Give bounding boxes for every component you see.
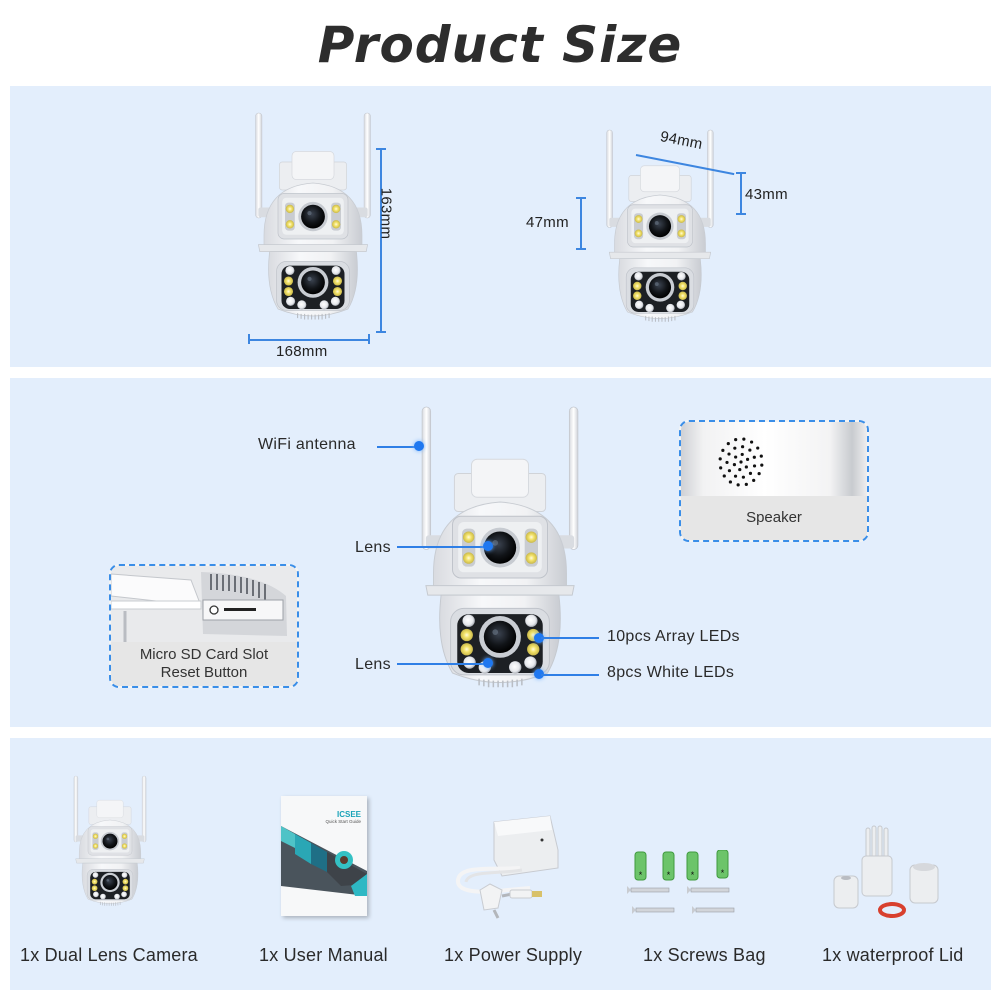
mount-height-dimension-line	[740, 172, 742, 214]
speaker-grille-icon	[718, 437, 764, 487]
white-leds-marker	[534, 669, 544, 679]
wifi-antenna-marker	[414, 441, 424, 451]
package-item-label: 1x User Manual	[259, 945, 388, 965]
lens-top-marker	[483, 541, 493, 551]
reset-button-label: Reset Button	[160, 664, 248, 681]
array-leds-label: 10pcs Array LEDs	[607, 628, 740, 645]
lens-bottom-marker	[483, 658, 493, 668]
page-title: Product Size	[317, 16, 683, 74]
package-item-label: 1x waterproof Lid	[822, 945, 964, 965]
power-supply-icon	[456, 815, 559, 919]
camera-front-view-image	[254, 112, 372, 321]
white-leds-label: 8pcs White LEDs	[607, 664, 735, 681]
sd-card-detail-box: Micro SD Card Slot Reset Button	[109, 564, 299, 688]
lens-top-label: Lens	[355, 539, 391, 556]
waterproof-lid-icon	[833, 825, 939, 918]
speaker-label: Speaker	[681, 496, 867, 540]
svg-text:*: *	[639, 870, 643, 880]
manual-brand: ICSEE	[336, 810, 361, 819]
height-dimension-line	[380, 148, 382, 332]
lens-bottom-label: Lens	[355, 656, 391, 673]
array-leds-marker	[534, 633, 544, 643]
package-item-label: 1x Power Supply	[444, 945, 583, 965]
screws-icon: * * * *	[627, 850, 735, 914]
mount-height-dimension-label: 43mm	[745, 186, 788, 203]
manual-icon: ICSEE Quick Start Guide	[281, 796, 367, 916]
package-item-label: 1x Dual Lens Camera	[20, 945, 198, 965]
dimensions-panel	[10, 86, 991, 367]
svg-text:*: *	[691, 870, 695, 880]
lens-height-dimension-line	[580, 197, 582, 249]
svg-text:*: *	[667, 870, 671, 880]
sd-card-slot-image	[111, 566, 297, 646]
wifi-antenna-label: WiFi antenna	[258, 436, 356, 453]
camera-icon	[73, 775, 147, 907]
sd-card-slot-label: Micro SD Card Slot	[139, 646, 269, 663]
svg-text:*: *	[721, 868, 725, 878]
package-item-label: 1x Screws Bag	[643, 945, 766, 965]
height-dimension-label: 163mm	[377, 187, 395, 240]
camera-side-view-image	[606, 129, 714, 323]
speaker-detail-box: Speaker	[679, 420, 869, 542]
width-dimension-label: 168mm	[276, 343, 328, 360]
manual-subtitle: Quick Start Guide	[325, 819, 361, 824]
lens-height-dimension-label: 47mm	[526, 214, 569, 231]
width-dimension-line	[248, 339, 370, 341]
